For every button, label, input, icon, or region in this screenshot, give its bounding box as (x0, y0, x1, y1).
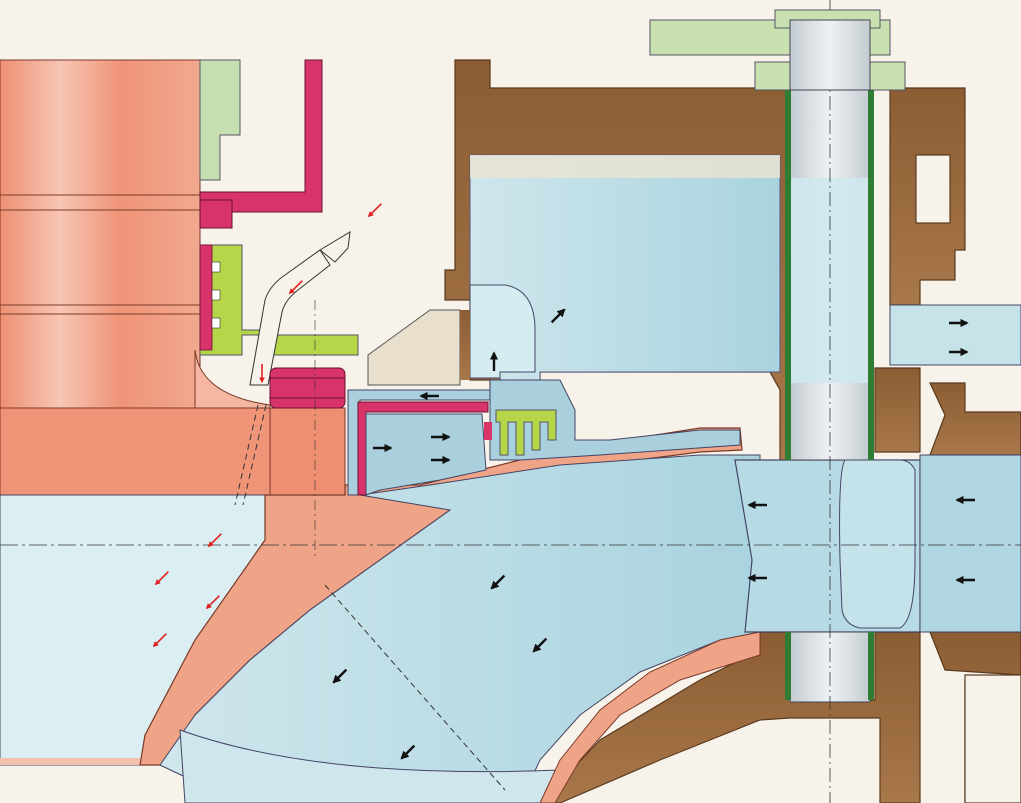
red-flow-arrow-icon (288, 280, 303, 295)
hidden-lines (234, 404, 506, 791)
top-flange (649, 9, 906, 91)
flow-arrows (152, 203, 975, 760)
red-flow-arrow-icon (205, 595, 220, 610)
black-flow-arrow-icon (332, 668, 348, 684)
red-flow-arrow-icon (154, 571, 169, 586)
seal-assembly (199, 59, 359, 409)
black-flow-arrow-icon (532, 637, 548, 653)
black-flow-arrow-icon (400, 744, 416, 760)
black-flow-arrow-icon (550, 308, 566, 324)
rotor (0, 59, 346, 496)
red-flow-arrow-icon (152, 633, 167, 648)
vertical-shaft (785, 0, 874, 803)
outlet-pipe (889, 304, 1021, 366)
labyrinth-seal (347, 379, 741, 496)
impeller-passage (159, 454, 761, 803)
black-flow-arrow-icon (490, 574, 506, 590)
red-flow-arrow-icon (207, 533, 222, 548)
red-flow-arrow-icon (367, 203, 382, 218)
